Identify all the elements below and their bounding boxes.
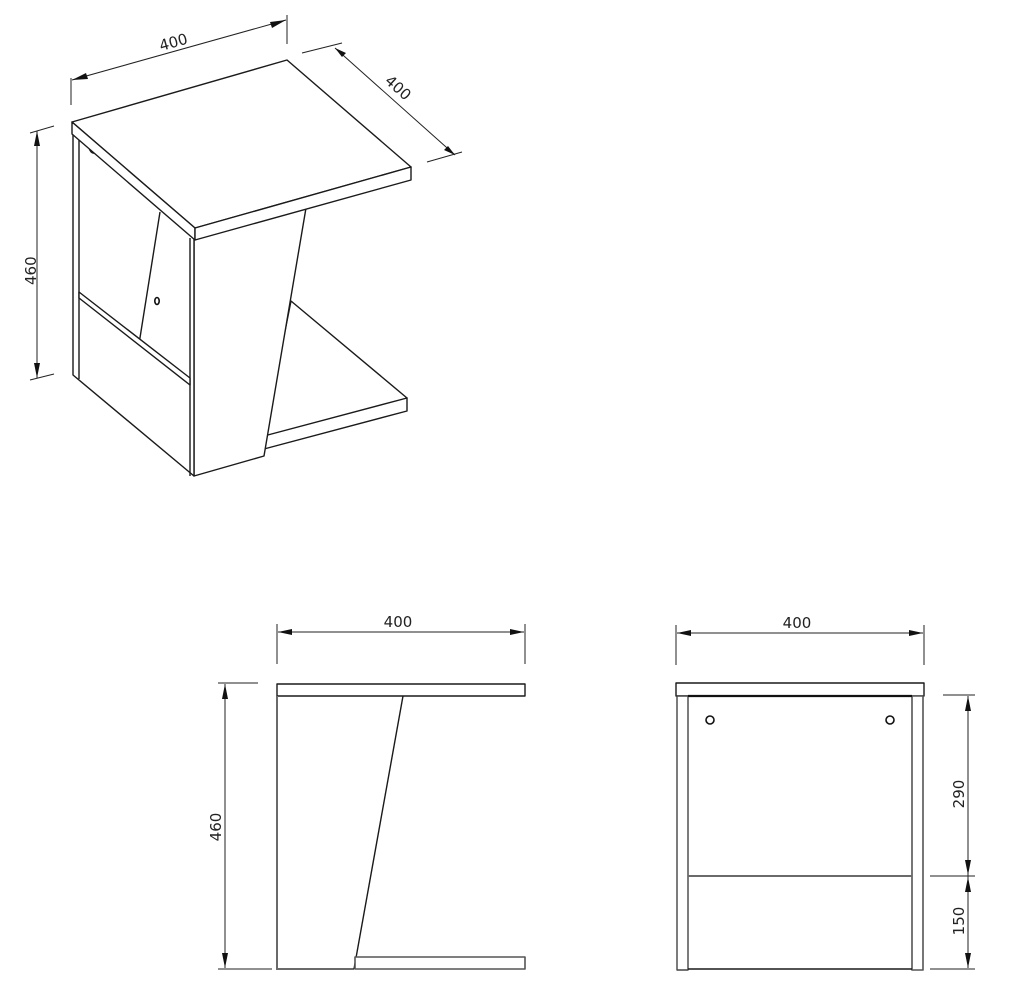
- side-dim-width: 400: [276, 613, 526, 664]
- front-dim-width: 400: [675, 614, 925, 665]
- front-dim-lower-label: 150: [950, 907, 968, 936]
- front-dim-upper-label: 290: [950, 780, 968, 809]
- side-slanted-edge: [353, 695, 404, 970]
- side-view: 400 460: [207, 613, 526, 970]
- side-dim-width-label: 400: [384, 613, 413, 631]
- front-hole-left-icon: [705, 715, 715, 725]
- isometric-view: 400 400 460: [22, 15, 463, 477]
- front-left-leg: [676, 695, 689, 971]
- iso-dim-width-label: 400: [157, 30, 189, 55]
- iso-hole-icon: [154, 296, 161, 306]
- side-top-board: [276, 683, 526, 697]
- side-panel-outline: [276, 696, 354, 970]
- iso-dim-height: 460: [22, 125, 55, 381]
- side-bottom-shelf: [354, 956, 526, 970]
- front-dim-heights: 290 150: [930, 694, 975, 970]
- front-dim-width-label: 400: [783, 614, 812, 632]
- side-dim-height-label: 460: [207, 813, 225, 842]
- side-dim-height: 460: [207, 682, 272, 970]
- front-view: 400 290 150: [675, 614, 975, 971]
- iso-left-panel: [72, 132, 195, 477]
- iso-dim-depth-label: 400: [381, 72, 414, 104]
- front-top-board: [675, 682, 925, 697]
- front-right-leg: [911, 695, 924, 971]
- front-hole-right-icon: [885, 715, 895, 725]
- iso-dim-height-label: 460: [22, 256, 40, 285]
- iso-top-board: [71, 59, 412, 241]
